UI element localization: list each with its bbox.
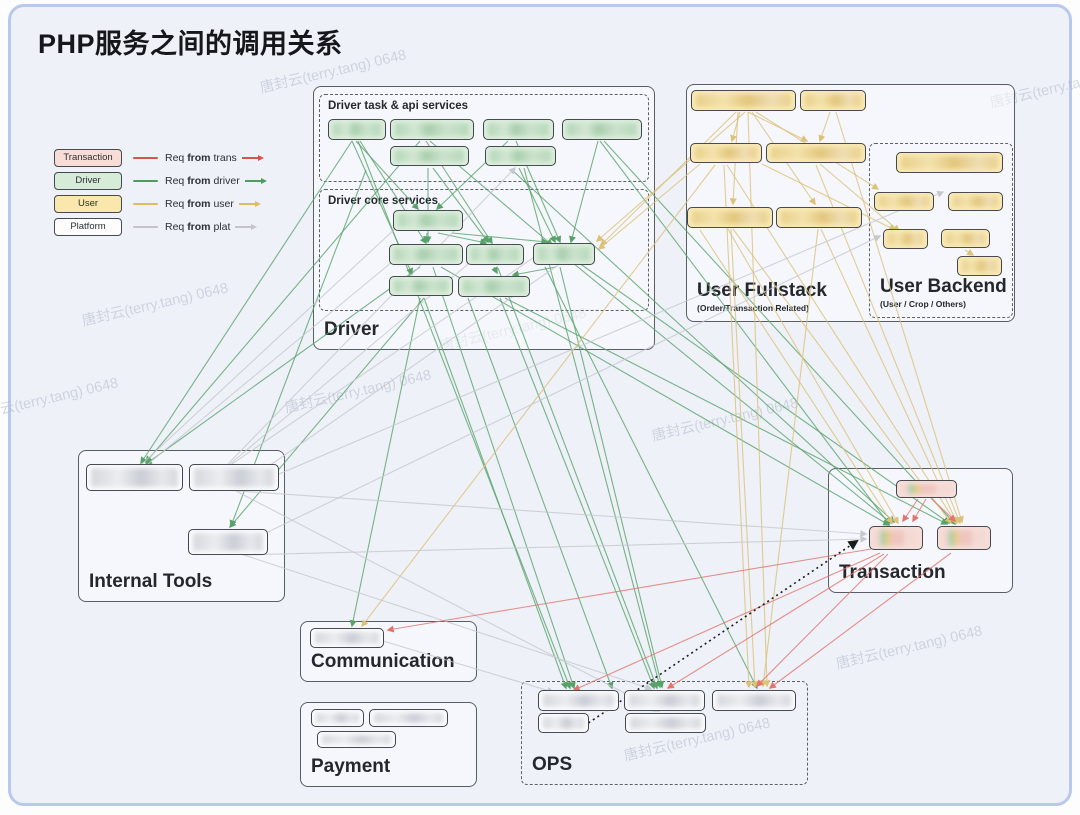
legend-row: Platform Req from plat <box>54 215 267 238</box>
legend-arrow-line <box>241 156 258 159</box>
legend-label: Req from plat <box>165 220 231 233</box>
legend-row: User Req from user <box>54 192 267 215</box>
legend-arrow-line <box>238 202 255 205</box>
legend-label: Req from driver <box>165 174 240 187</box>
legend-label: Req from user <box>165 197 234 210</box>
legend-line <box>133 179 158 182</box>
legend-swatch-transaction: Transaction <box>54 148 122 167</box>
legend-arrowhead-icon <box>254 200 261 207</box>
legend-arrowhead-icon <box>251 223 258 230</box>
legend-label: Req from trans <box>165 151 237 164</box>
legend-line <box>133 225 158 228</box>
diagram-canvas <box>8 4 1072 806</box>
legend-swatch-driver: Driver <box>54 171 122 190</box>
legend-arrowhead-icon <box>257 154 264 161</box>
legend-arrow-line <box>235 225 252 228</box>
legend-row: Driver Req from driver <box>54 169 267 192</box>
legend-arrowhead-icon <box>260 177 267 184</box>
legend-arrow <box>244 177 267 184</box>
legend-arrow <box>241 154 264 161</box>
legend-arrow <box>235 223 258 230</box>
legend-line <box>133 202 158 205</box>
legend-swatch-user: User <box>54 194 122 213</box>
legend-arrow <box>238 200 261 207</box>
legend-arrow-line <box>244 179 261 182</box>
legend-swatch-platform: Platform <box>54 217 122 236</box>
legend-line <box>133 156 158 159</box>
legend-row: Transaction Req from trans <box>54 146 267 169</box>
page-title: PHP服务之间的调用关系 <box>38 29 343 59</box>
